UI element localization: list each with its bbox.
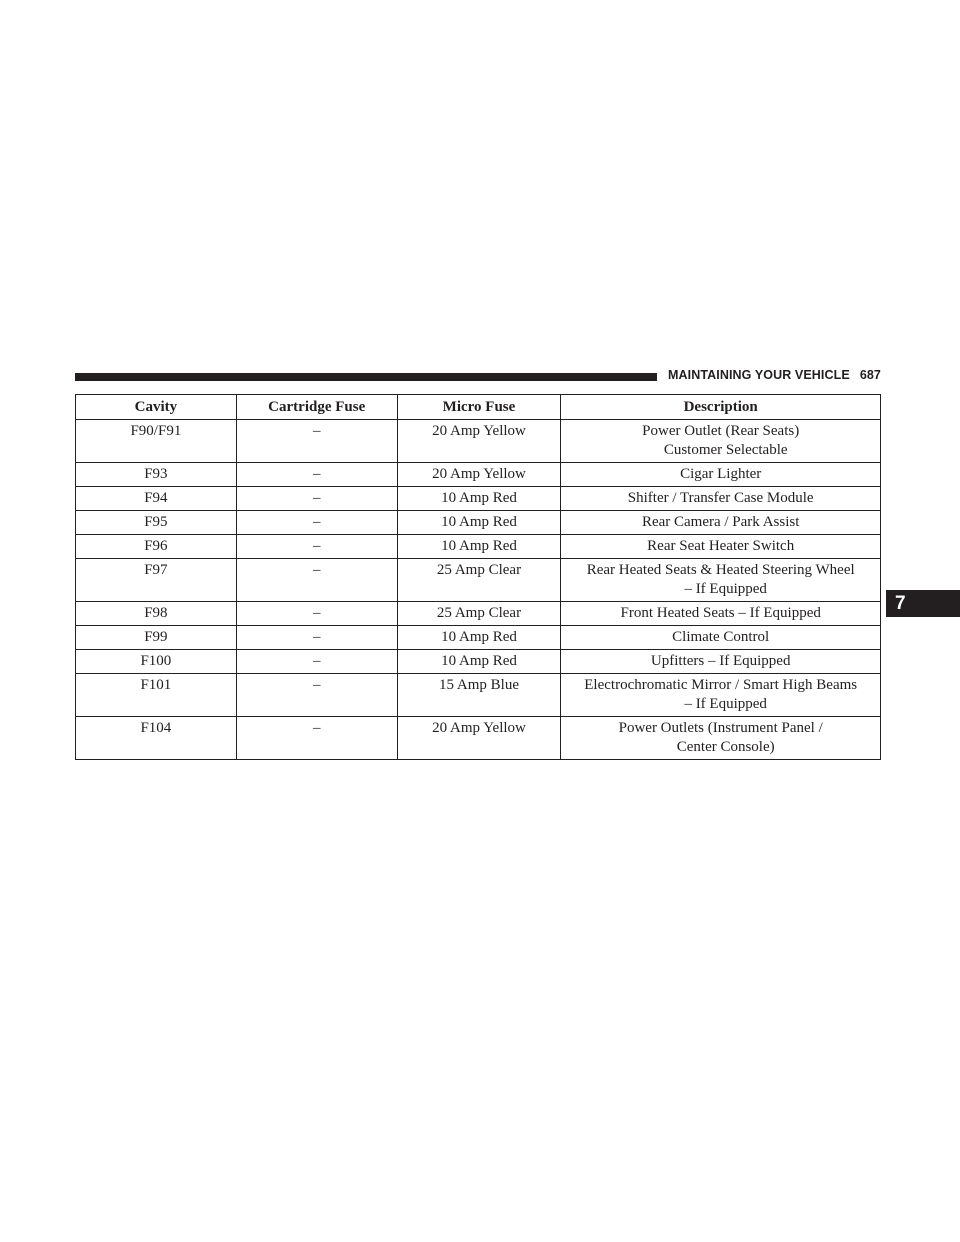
table-row: F95–10 Amp Red Rear Camera / Park Assist [75,510,881,535]
table-row: F97–25 Amp Clear Rear Heated Seats & Heat… [75,558,881,602]
description-line: – If Equipped [684,696,767,712]
description-cell: Power Outlets (Instrument Panel / Center … [560,716,881,760]
cartridge-fuse-cell: – [235,601,398,626]
column-header-description: Description [560,394,881,420]
micro-fuse-cell: 20 Amp Yellow [396,716,562,760]
cavity-cell: F93 [75,462,237,487]
description-line: Shifter / Transfer Case Module [627,490,814,506]
micro-fuse-cell: 10 Amp Red [396,534,562,559]
description-cell: Rear Seat Heater Switch [560,534,881,559]
table-header-row: Cavity Cartridge Fuse Micro Fuse Descrip… [75,394,881,420]
cavity-cell: F98 [75,601,237,626]
micro-fuse-cell: 25 Amp Clear [396,558,562,602]
description-line: Power Outlets (Instrument Panel / [618,720,823,736]
cartridge-fuse-cell: – [235,534,398,559]
cavity-cell: F100 [75,649,237,674]
chapter-tab: 7 [886,590,960,617]
page-number: 687 [859,368,881,382]
cavity-cell: F99 [75,625,237,650]
description-line: Cigar Lighter [680,466,762,482]
cartridge-fuse-cell: – [235,419,398,463]
table-row: F93–20 Amp Yellow Cigar Lighter [75,462,881,487]
micro-fuse-cell: 25 Amp Clear [396,601,562,626]
cartridge-fuse-cell: – [235,649,398,674]
description-line: Rear Camera / Park Assist [641,514,800,530]
cartridge-fuse-cell: – [235,716,398,760]
table-row: F96–10 Amp Red Rear Seat Heater Switch [75,534,881,559]
cavity-cell: F90/F91 [75,419,237,463]
micro-fuse-cell: 10 Amp Red [396,625,562,650]
table-row: F99–10 Amp Red Climate Control [75,625,881,650]
description-cell: Front Heated Seats – If Equipped [560,601,881,626]
cartridge-fuse-cell: – [235,558,398,602]
description-cell: Climate Control [560,625,881,650]
section-title: MAINTAINING YOUR VEHICLE [668,368,850,382]
cavity-cell: F97 [75,558,237,602]
description-cell: Rear Heated Seats & Heated Steering Whee… [560,558,881,602]
micro-fuse-cell: 10 Amp Red [396,510,562,535]
table-row: F94–10 Amp Red Shifter / Transfer Case Mo… [75,486,881,511]
table-row: F101–15 Amp Blue Electrochromatic Mirror … [75,673,881,717]
fuse-table: Cavity Cartridge Fuse Micro Fuse Descrip… [75,394,881,760]
description-line: Rear Heated Seats & Heated Steering Whee… [586,562,855,578]
micro-fuse-cell: 10 Amp Red [396,649,562,674]
description-cell: Shifter / Transfer Case Module [560,486,881,511]
description-line: Front Heated Seats – If Equipped [620,605,821,621]
cartridge-fuse-cell: – [235,673,398,717]
page-header: MAINTAINING YOUR VEHICLE 687 [668,368,881,382]
description-cell: Rear Camera / Park Assist [560,510,881,535]
description-line: Rear Seat Heater Switch [647,538,795,554]
description-line: Upfitters – If Equipped [650,653,791,669]
micro-fuse-cell: 10 Amp Red [396,486,562,511]
description-cell: Electrochromatic Mirror / Smart High Bea… [560,673,881,717]
column-header-cavity: Cavity [75,394,237,420]
cartridge-fuse-cell: – [235,462,398,487]
cavity-cell: F96 [75,534,237,559]
micro-fuse-cell: 20 Amp Yellow [396,419,562,463]
description-cell: Cigar Lighter [560,462,881,487]
cartridge-fuse-cell: – [235,625,398,650]
micro-fuse-cell: 15 Amp Blue [396,673,562,717]
description-line: Power Outlet (Rear Seats) [642,423,800,439]
cavity-cell: F101 [75,673,237,717]
description-line: Center Console) [676,739,775,755]
cartridge-fuse-cell: – [235,486,398,511]
column-header-cartridge-fuse: Cartridge Fuse [235,394,398,420]
cavity-cell: F104 [75,716,237,760]
cavity-cell: F95 [75,510,237,535]
table-row: F100–10 Amp Red Upfitters – If Equipped [75,649,881,674]
header-rule [75,373,657,381]
description-line: Climate Control [672,629,770,645]
description-line: Electrochromatic Mirror / Smart High Bea… [584,677,858,693]
cavity-cell: F94 [75,486,237,511]
micro-fuse-cell: 20 Amp Yellow [396,462,562,487]
description-line: Customer Selectable [663,442,788,458]
column-header-micro-fuse: Micro Fuse [396,394,562,420]
description-cell: Upfitters – If Equipped [560,649,881,674]
table-row: F98–25 Amp Clear Front Heated Seats – If … [75,601,881,626]
description-line: – If Equipped [684,581,767,597]
description-cell: Power Outlet (Rear Seats) Customer Select… [560,419,881,463]
cartridge-fuse-cell: – [235,510,398,535]
